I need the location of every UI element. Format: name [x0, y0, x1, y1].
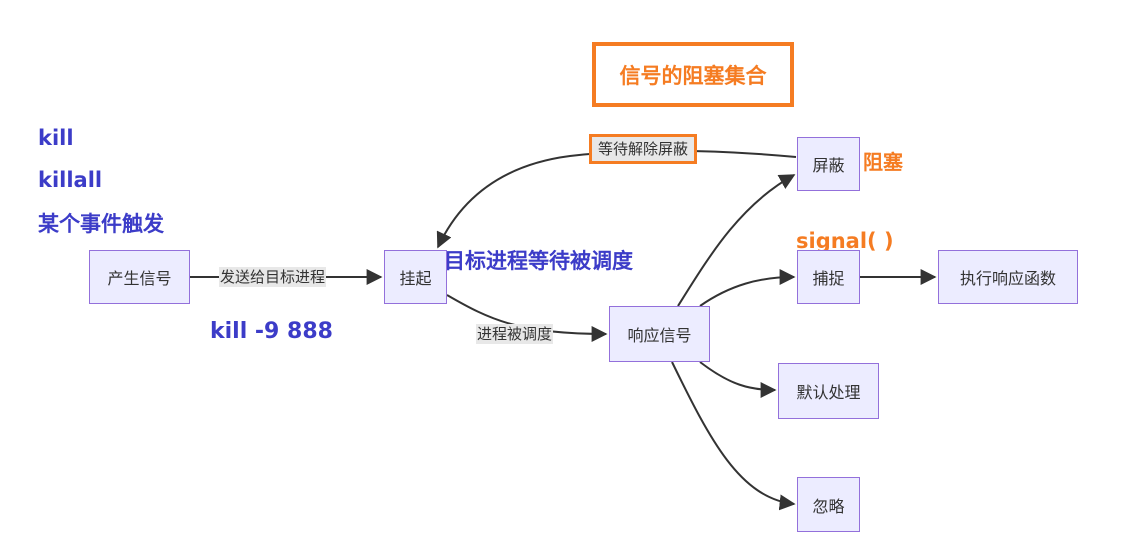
node-default-handling: 默认处理 [778, 363, 879, 419]
edge-respond-to-ignore [671, 361, 796, 511]
edge-respond-to-catch [699, 269, 796, 307]
node-execute-handler: 执行响应函数 [938, 250, 1078, 304]
signal-function-note: signal( ) [796, 229, 894, 253]
target-wait-note: 目标进程等待被调度 [444, 249, 633, 273]
node-pending: 挂起 [384, 250, 447, 304]
kill-command: kill -9 888 [210, 319, 333, 344]
node-generate-signal: 产生信号 [89, 250, 190, 304]
blocked-note: 阻塞 [863, 150, 903, 174]
node-block: 屏蔽 [797, 137, 860, 191]
trigger-event: 某个事件触发 [38, 212, 164, 236]
block-set-title: 信号的阻塞集合 [592, 42, 794, 107]
edge-pending-to-respond [446, 294, 608, 342]
edge-respond-to-default [699, 361, 777, 398]
edge-respond-to-block [677, 174, 796, 307]
edge-label-send-to-target: 发送给目标进程 [219, 267, 327, 287]
edge-label-scheduled: 进程被调度 [476, 324, 554, 344]
node-catch: 捕捉 [797, 250, 860, 304]
node-respond-signal: 响应信号 [609, 306, 710, 362]
trigger-killall: killall [38, 168, 103, 192]
trigger-kill: kill [38, 126, 74, 150]
edge-label-wait-unblock: 等待解除屏蔽 [589, 134, 698, 164]
node-ignore: 忽略 [797, 477, 860, 532]
edge-block-to-pending [436, 149, 797, 249]
